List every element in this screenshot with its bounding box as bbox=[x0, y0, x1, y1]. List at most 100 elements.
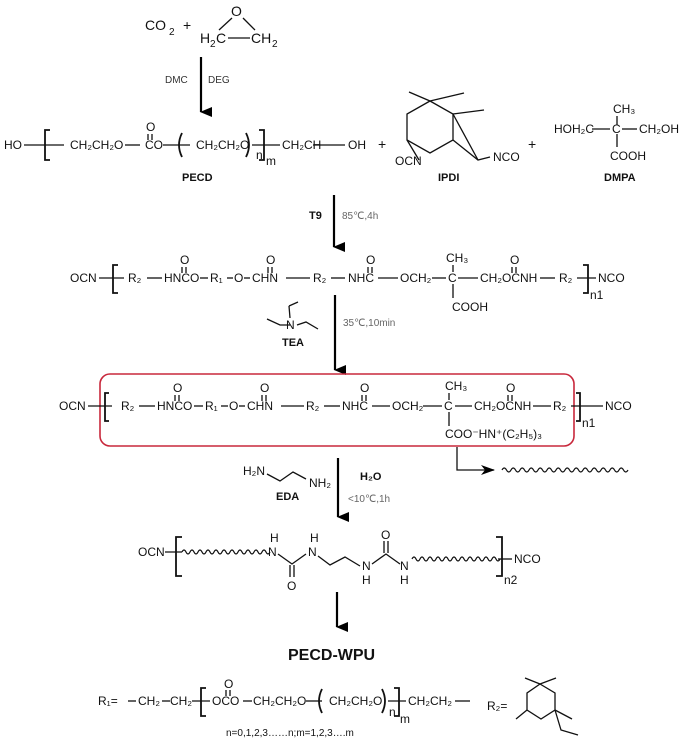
svg-text:n: n bbox=[389, 705, 396, 719]
plus-sign: + bbox=[183, 17, 191, 33]
svg-text:n2: n2 bbox=[504, 573, 518, 587]
step2-conditions: 85℃,4h bbox=[342, 211, 378, 222]
svg-text:O: O bbox=[146, 120, 155, 134]
svg-text:TEA: TEA bbox=[282, 337, 304, 349]
svg-text:H: H bbox=[400, 573, 409, 587]
svg-text:H: H bbox=[310, 531, 319, 545]
svg-text:CH₃: CH₃ bbox=[613, 102, 635, 116]
svg-text:NHC: NHC bbox=[342, 399, 368, 413]
svg-text:O: O bbox=[173, 381, 182, 395]
svg-text:CH₃: CH₃ bbox=[445, 379, 467, 393]
svg-text:C: C bbox=[216, 30, 226, 46]
r2-definition: R₂= bbox=[487, 677, 579, 736]
svg-text:CH₂CH: CH₂CH bbox=[282, 138, 321, 152]
plus-sign: + bbox=[528, 136, 536, 152]
highlight-box bbox=[99, 373, 575, 447]
wavy-chain-legend bbox=[501, 467, 629, 473]
svg-text:O: O bbox=[360, 381, 369, 395]
co2: CO 2 bbox=[145, 17, 175, 38]
svg-text:CH: CH bbox=[251, 30, 271, 46]
svg-text:CH₂: CH₂ bbox=[138, 694, 160, 708]
svg-text:PECD: PECD bbox=[182, 172, 213, 184]
svg-text:R₂=: R₂= bbox=[487, 699, 507, 713]
pecd-structure: HO CH₂CH₂O O CO CH₂CH₂O n m CH₂CH OH PEC… bbox=[4, 120, 366, 184]
plus-sign: + bbox=[378, 136, 386, 152]
svg-text:CH₂CH₂O: CH₂CH₂O bbox=[196, 138, 249, 152]
svg-text:O: O bbox=[180, 253, 189, 267]
svg-text:COOH: COOH bbox=[610, 149, 646, 163]
product-name: PECD-WPU bbox=[288, 647, 375, 664]
svg-text:NHC: NHC bbox=[348, 271, 374, 285]
svg-text:R₂: R₂ bbox=[313, 271, 327, 285]
svg-text:R₁: R₁ bbox=[205, 399, 218, 413]
svg-text:OCH₂: OCH₂ bbox=[400, 271, 432, 285]
svg-text:HOH₂C: HOH₂C bbox=[554, 122, 594, 136]
svg-text:R₂: R₂ bbox=[121, 399, 135, 413]
svg-text:CO: CO bbox=[145, 138, 163, 152]
svg-text:H: H bbox=[362, 573, 371, 587]
step3-conditions: 35℃,10min bbox=[343, 318, 395, 329]
nco-prepolymer: OCN R₂ HNCO O R₁ O O CHN R₂ NHC O OCH₂ C… bbox=[70, 251, 625, 314]
svg-text:H: H bbox=[200, 30, 210, 46]
svg-text:HNCO: HNCO bbox=[157, 399, 192, 413]
svg-text:O: O bbox=[266, 253, 275, 267]
svg-text:O: O bbox=[366, 253, 375, 267]
svg-text:COO⁻HN⁺(C₂H₅)₃: COO⁻HN⁺(C₂H₅)₃ bbox=[445, 427, 542, 441]
svg-text:EDA: EDA bbox=[276, 491, 299, 503]
svg-text:CO: CO bbox=[145, 17, 166, 33]
svg-text:CHN: CHN bbox=[247, 399, 273, 413]
svg-text:R₂: R₂ bbox=[559, 271, 573, 285]
dmpa-structure: CH₃ HOH₂C C CH₂OH COOH DMPA bbox=[554, 102, 679, 184]
svg-text:N: N bbox=[400, 559, 409, 573]
svg-text:O: O bbox=[287, 579, 296, 593]
svg-text:CH₃: CH₃ bbox=[446, 251, 468, 265]
tea-structure: N TEA bbox=[266, 301, 319, 349]
svg-text:N: N bbox=[268, 545, 277, 559]
svg-text:DMPA: DMPA bbox=[604, 172, 636, 184]
svg-text:OCN: OCN bbox=[59, 399, 86, 413]
step1-reagent-deg: DEG bbox=[208, 75, 230, 86]
svg-text:CHN: CHN bbox=[252, 271, 278, 285]
svg-text:CH₂OH: CH₂OH bbox=[639, 122, 679, 136]
svg-text:H₂N: H₂N bbox=[243, 464, 265, 478]
svg-text:IPDI: IPDI bbox=[438, 172, 459, 184]
svg-text:CH₂CH₂O: CH₂CH₂O bbox=[253, 694, 306, 708]
svg-text:n: n bbox=[256, 148, 263, 162]
svg-text:n=0,1,2,3……n;m=1,2,3….m: n=0,1,2,3……n;m=1,2,3….m bbox=[226, 728, 354, 739]
svg-text:C: C bbox=[444, 399, 453, 413]
svg-text:OCN: OCN bbox=[138, 545, 165, 559]
svg-text:CH₂OCNH: CH₂OCNH bbox=[480, 271, 537, 285]
svg-text:CH₂CH₂O: CH₂CH₂O bbox=[329, 694, 382, 708]
ipdi-structure: OCN NCO IPDI bbox=[395, 91, 520, 184]
svg-text:O: O bbox=[231, 3, 242, 19]
svg-text:2: 2 bbox=[272, 39, 278, 50]
catalyst-t9: T9 bbox=[309, 210, 322, 222]
r1-definition: R₁= CH₂ CH₂ O OCO CH₂CH₂O CH₂CH₂O n m CH… bbox=[98, 677, 470, 739]
svg-text:HNCO: HNCO bbox=[164, 271, 199, 285]
svg-text:n1: n1 bbox=[582, 416, 596, 430]
neutralized-prepolymer: OCN R₂ HNCO O R₁ O O CHN R₂ NHC O OCH₂ C… bbox=[59, 379, 632, 441]
svg-text:n1: n1 bbox=[590, 288, 604, 302]
svg-text:R₂: R₂ bbox=[128, 271, 142, 285]
svg-text:NCO: NCO bbox=[514, 552, 541, 566]
step1-reagent-dmc: DMC bbox=[165, 75, 188, 86]
svg-text:CH₂: CH₂ bbox=[170, 694, 192, 708]
branch-arrow bbox=[456, 447, 495, 475]
svg-text:R₁: R₁ bbox=[210, 271, 223, 285]
eda-structure: H₂N NH₂ EDA bbox=[243, 464, 331, 503]
water-reagent: H₂O bbox=[360, 471, 382, 483]
svg-text:N: N bbox=[308, 545, 317, 559]
svg-text:2: 2 bbox=[169, 27, 175, 38]
svg-text:NCO: NCO bbox=[598, 271, 625, 285]
ethylene-oxide: O H 2 C CH 2 bbox=[200, 3, 278, 50]
svg-text:O: O bbox=[224, 677, 233, 691]
step4-conditions: <10℃,1h bbox=[348, 494, 390, 505]
svg-text:O: O bbox=[510, 253, 519, 267]
svg-text:N: N bbox=[286, 318, 295, 332]
svg-text:HO: HO bbox=[4, 138, 22, 152]
svg-text:O: O bbox=[260, 381, 269, 395]
svg-text:C: C bbox=[612, 122, 621, 136]
svg-text:NCO: NCO bbox=[493, 150, 520, 164]
svg-text:R₂: R₂ bbox=[306, 399, 320, 413]
